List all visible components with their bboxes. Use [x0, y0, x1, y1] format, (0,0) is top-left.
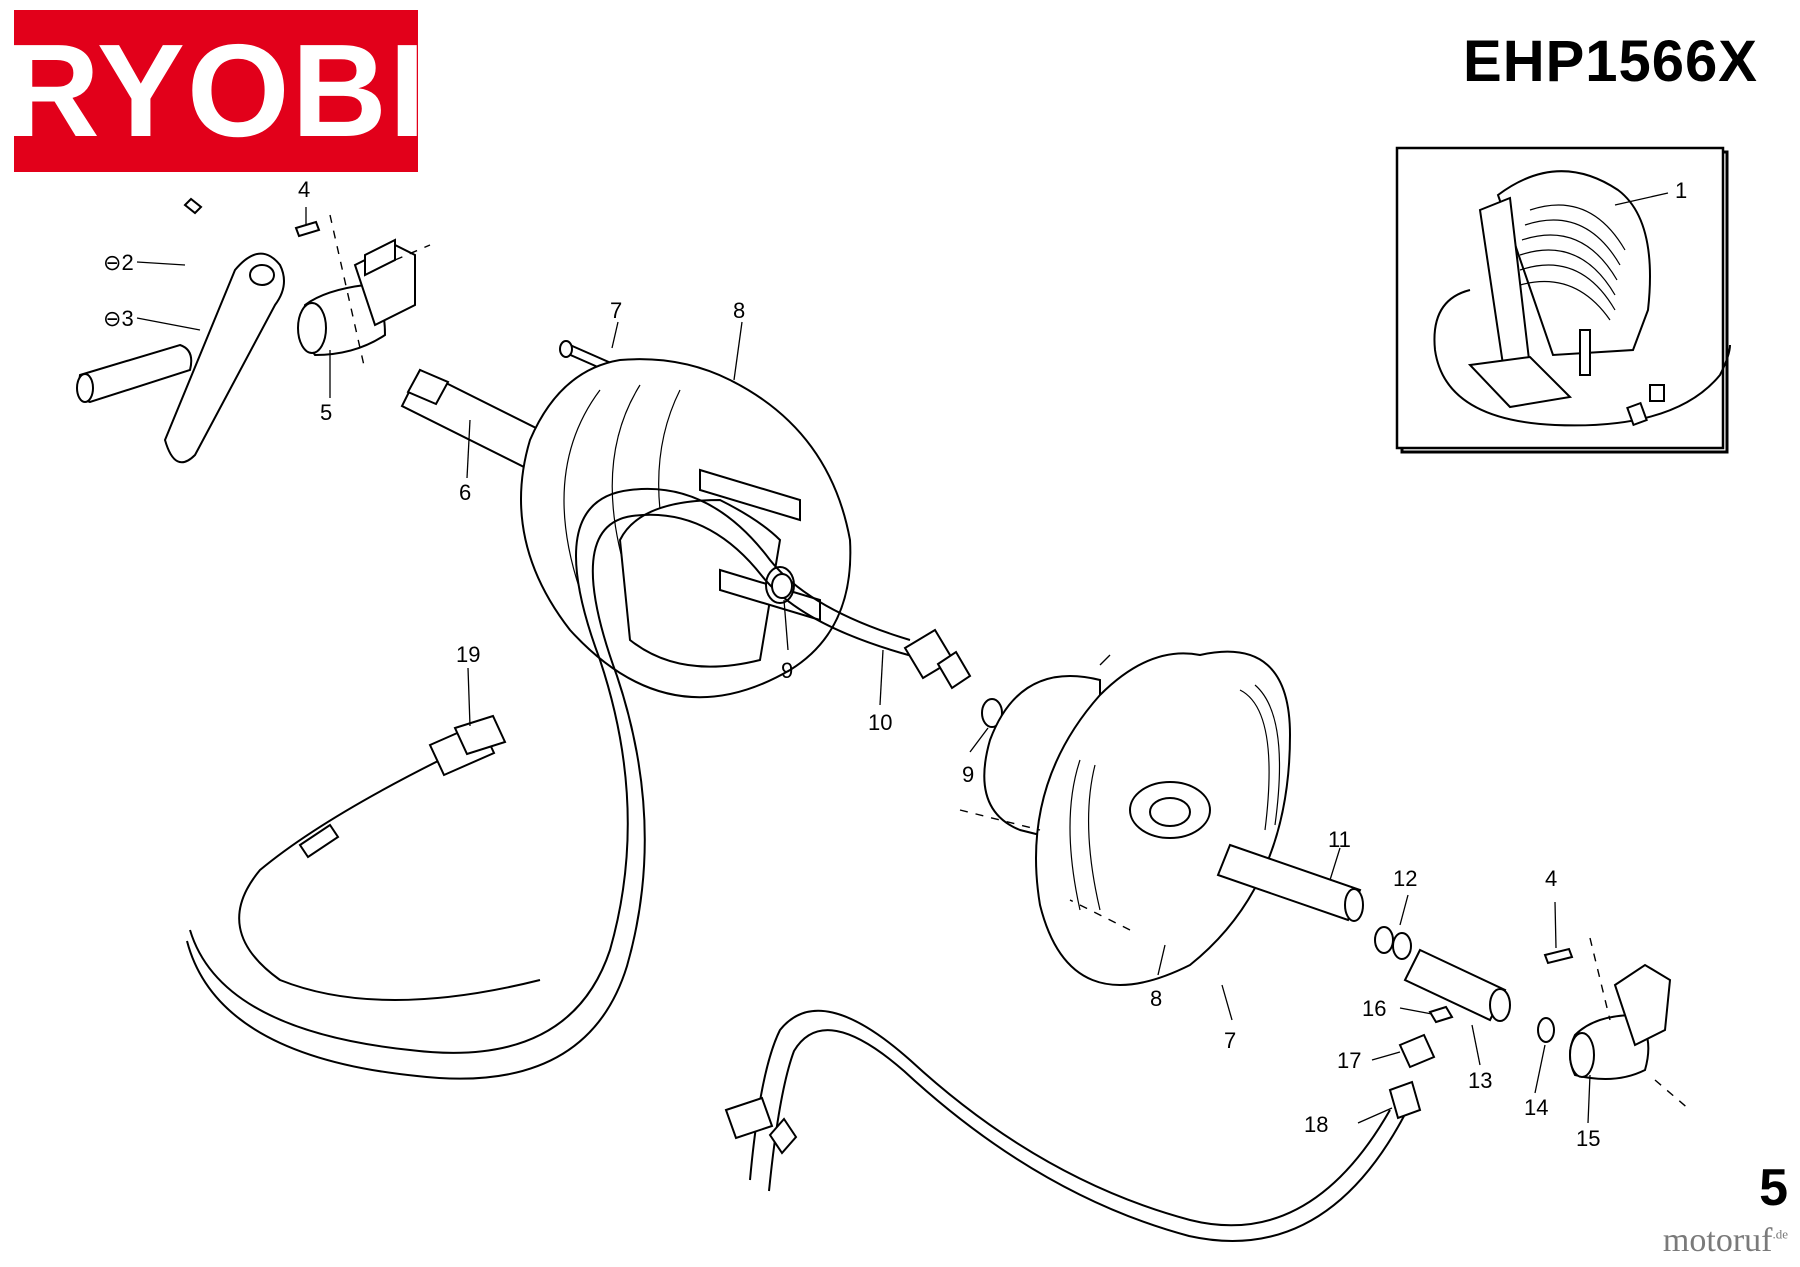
leader-lines: [136, 207, 1591, 1124]
callout-6: 6: [459, 480, 471, 505]
callout-14: 14: [1524, 1095, 1548, 1120]
assembled-view-inset: [1395, 146, 1731, 454]
o-ring-left: [771, 573, 793, 599]
callout-4-right: 4: [1545, 866, 1557, 891]
callout-4-left: 4: [298, 177, 310, 202]
watermark: motoruf.de: [1663, 1222, 1788, 1260]
callout-3: ⊖3: [103, 306, 134, 331]
watermark-suffix: .de: [1772, 1226, 1788, 1242]
o-ring-center: [981, 698, 1003, 728]
callout-10: 10: [868, 710, 892, 735]
retaining-ring: [1537, 1017, 1555, 1043]
outlet-hose: [724, 1009, 1405, 1242]
callout-8-left: 8: [733, 298, 745, 323]
callout-18: 18: [1304, 1112, 1328, 1137]
callout-17: 17: [1337, 1048, 1361, 1073]
callout-5: 5: [320, 400, 332, 425]
right-bracket: [1543, 937, 1691, 1111]
left-bracket: [294, 214, 431, 371]
ryobi-logo: RYOBI: [4, 10, 426, 172]
swivel-fitting: [1216, 843, 1364, 922]
washers: [1374, 926, 1412, 960]
callout-11: 11: [1328, 827, 1351, 852]
callout-labels: 1 ⊖2 ⊖3 4 5 6 7 8 9 10 9 11 12 4 8 7 16 …: [103, 177, 1687, 1151]
reel-hose: [186, 487, 972, 1080]
reel-drum-right: [959, 650, 1292, 986]
callout-2: ⊖2: [103, 250, 134, 275]
callout-13: 13: [1468, 1068, 1492, 1093]
callout-7-right: 7: [1224, 1028, 1236, 1053]
callout-8-right: 8: [1150, 986, 1162, 1011]
callout-9-left: 9: [781, 658, 793, 683]
callout-7-left: 7: [610, 298, 622, 323]
callout-16: 16: [1362, 996, 1386, 1021]
hose-reel-assembled-illustration: [1433, 170, 1731, 427]
callout-12: 12: [1393, 866, 1417, 891]
reel-drum-left: [520, 358, 852, 699]
model-number: EHP1566X: [1463, 29, 1758, 94]
callout-15: 15: [1576, 1126, 1600, 1151]
crank-handle: [76, 197, 285, 464]
watermark-text: motoruf: [1662, 1222, 1773, 1259]
callout-1: 1: [1675, 178, 1687, 203]
small-fittings: [1388, 1005, 1454, 1120]
inlet-hose: [238, 714, 541, 1001]
callout-19: 19: [456, 642, 480, 667]
hose-connector: [1403, 948, 1511, 1022]
page-number: 5: [1759, 1159, 1788, 1217]
callout-9-right: 9: [962, 762, 974, 787]
brand-logo-text: RYOBI: [4, 17, 428, 164]
